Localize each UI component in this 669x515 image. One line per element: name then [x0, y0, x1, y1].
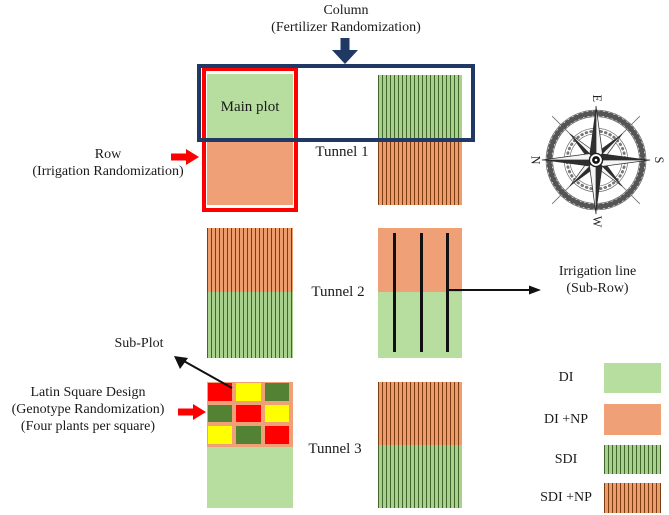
- latin-square-annotation: Latin Square Design (Genotype Randomizat…: [2, 384, 174, 435]
- legend-swatch-di: [604, 363, 661, 393]
- row-arrow-right-icon: [171, 149, 199, 165]
- irrigation-annotation-line2: (Sub-Row): [566, 281, 629, 297]
- compass-east-label: E: [590, 95, 604, 102]
- row-annotation: Row (Irrigation Randomization): [20, 146, 196, 180]
- latin-arrow-right-icon: [178, 404, 206, 420]
- column-annotation: Column (Fertilizer Randomization): [230, 2, 462, 36]
- plot-t1-di-np: [207, 141, 293, 205]
- legend-label-sdi: SDI: [554, 451, 578, 467]
- compass-west-label: W: [590, 216, 604, 228]
- irrigation-line-2: [420, 233, 423, 352]
- column-annotation-line2: (Fertilizer Randomization): [271, 20, 421, 36]
- plot-t3-sdi: [378, 445, 462, 508]
- legend-swatch-sdi: [604, 445, 661, 474]
- tunnel-1-label: Tunnel 1: [315, 144, 369, 160]
- main-plot-label: Main plot: [220, 98, 280, 115]
- column-annotation-line1: Column: [323, 3, 369, 18]
- irrigation-line-1: [393, 233, 396, 352]
- plot-t2-sdi-np: [207, 228, 293, 292]
- latin-cell-yellow: [264, 404, 289, 423]
- plot-t3-sdi-np: [378, 382, 462, 445]
- tunnel-2-label: Tunnel 2: [311, 284, 365, 300]
- compass-rose-icon: N E S W: [529, 95, 666, 228]
- irrigation-line-3: [446, 233, 449, 352]
- legend-label-sdi-np: SDI +NP: [540, 490, 592, 505]
- irrigation-arrow-icon: [447, 285, 541, 295]
- column-highlight-rect: [197, 64, 475, 142]
- latin-cell-red: [208, 383, 233, 401]
- legend-row-sdi-np: SDI +NP: [528, 483, 668, 513]
- plot-t1-di-main: Main plot: [207, 74, 293, 140]
- plot-t1-sdi: [378, 75, 462, 140]
- latin-cell-green: [236, 426, 261, 444]
- latin-cell-yellow: [236, 383, 261, 401]
- latin-cell-red: [264, 426, 289, 444]
- legend-swatch-di-np: [604, 404, 661, 435]
- plot-t2-sdi: [207, 292, 293, 358]
- legend-label-di: DI: [558, 370, 574, 385]
- latin-annotation-line1: Latin Square Design: [30, 385, 146, 400]
- sub-plot-label: Sub-Plot: [114, 336, 164, 351]
- latin-cell-yellow: [208, 426, 233, 444]
- sub-plot-arrow-icon: [174, 356, 233, 389]
- row-annotation-line2: (Irrigation Randomization): [32, 164, 184, 180]
- plot-t1-sdi-np: [378, 140, 462, 205]
- latin-cell-green: [208, 404, 233, 423]
- legend-label-di-np: DI +NP: [543, 411, 589, 427]
- legend-swatch-sdi-np: [604, 483, 661, 513]
- compass-north-label: N: [529, 156, 543, 165]
- irrigation-annotation-line1: Irrigation line: [558, 264, 637, 279]
- latin-cell-red: [236, 404, 261, 423]
- latin-square-grid: [207, 382, 293, 447]
- irrigation-annotation: Irrigation line (Sub-Row): [535, 263, 660, 297]
- latin-cell-green: [264, 383, 289, 401]
- row-annotation-line1: Row: [94, 147, 122, 162]
- latin-annotation-line3: (Four plants per square): [20, 419, 156, 435]
- column-arrow-down-icon: [332, 38, 358, 64]
- plot-t3-di: [207, 447, 293, 508]
- latin-annotation-line2: (Genotype Randomization): [11, 402, 165, 418]
- legend-row-di-np: DI +NP: [528, 404, 668, 435]
- legend-row-di: DI: [528, 363, 668, 393]
- compass-south-label: S: [652, 157, 666, 164]
- legend-row-sdi: SDI: [528, 445, 668, 474]
- tunnel-3-label: Tunnel 3: [308, 441, 362, 457]
